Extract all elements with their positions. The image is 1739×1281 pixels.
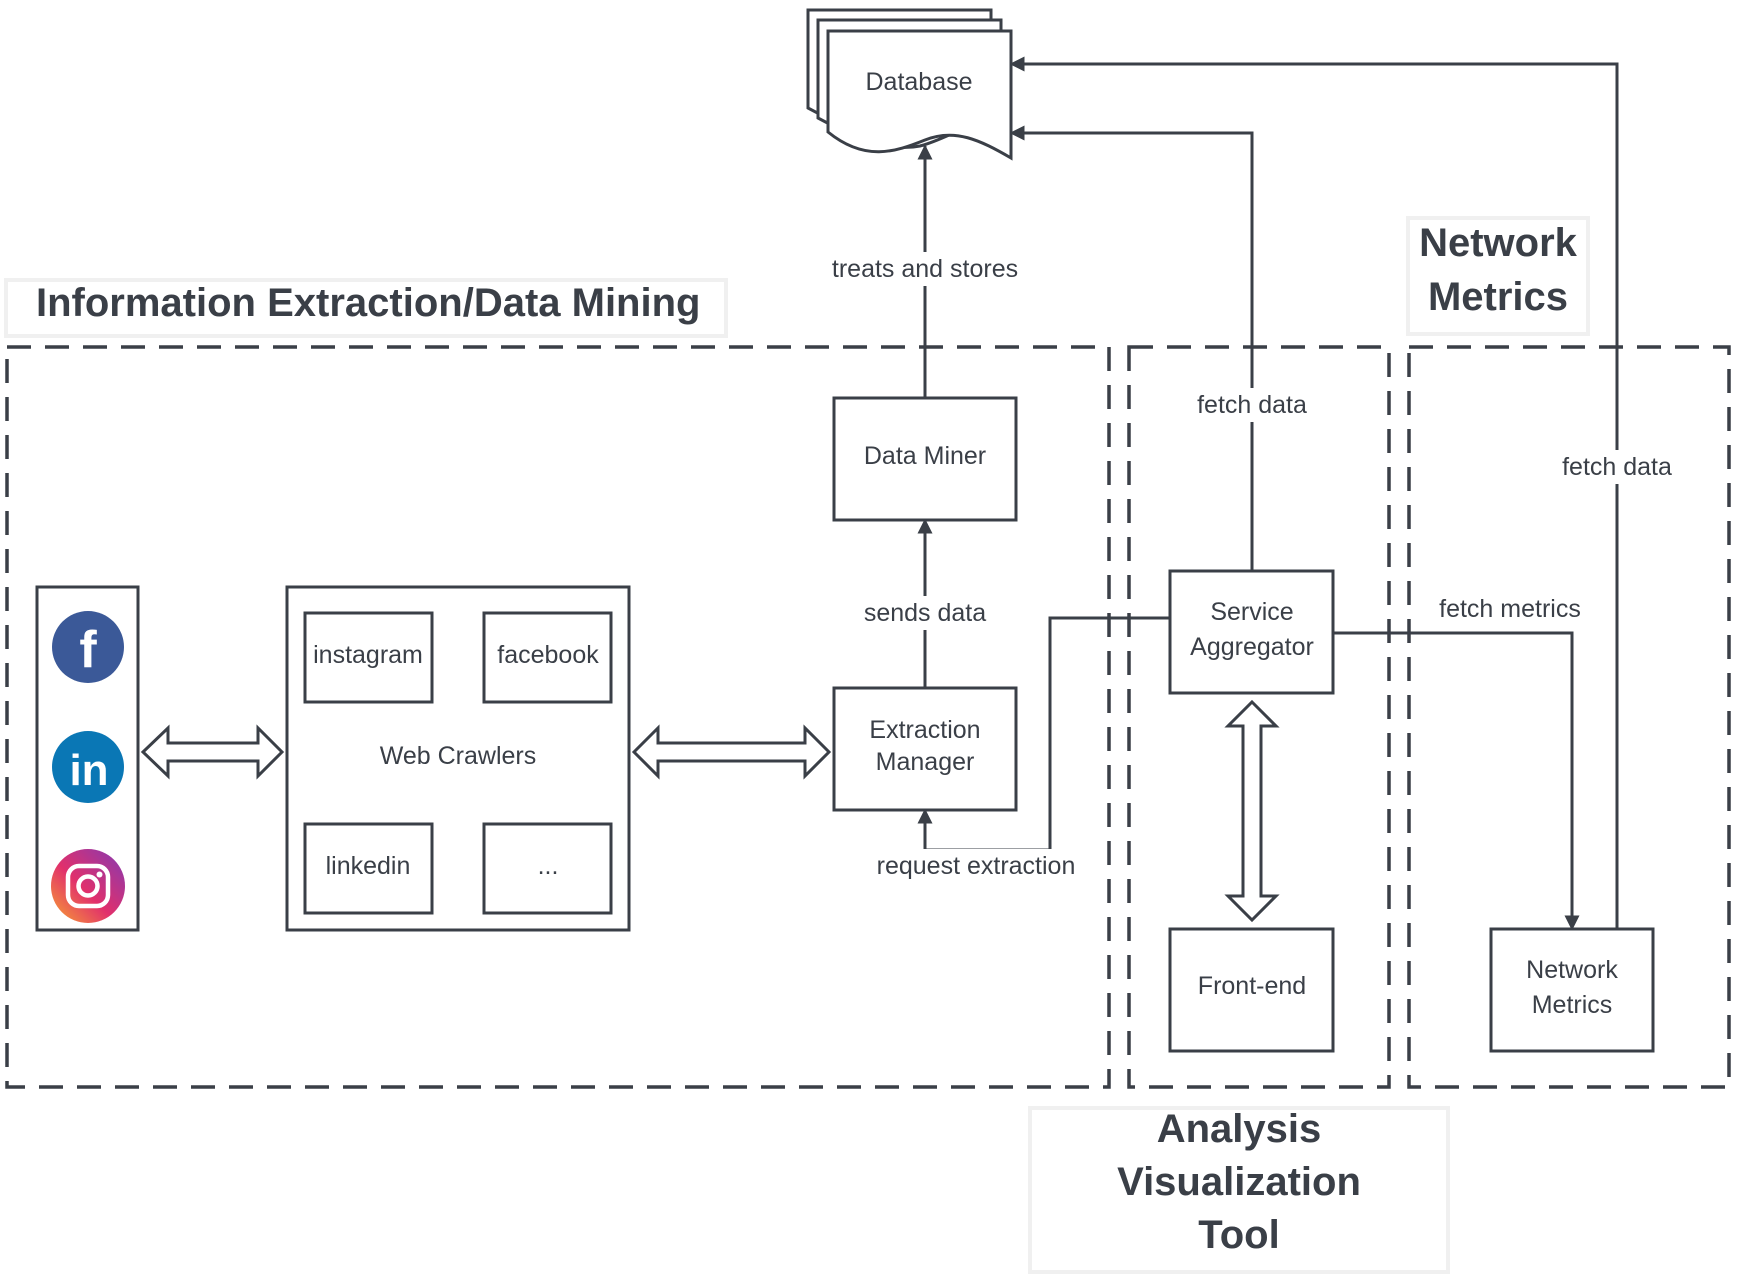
section-metrics-border: [1407, 345, 1731, 1089]
section-title-extraction: Information Extraction/Data Mining: [4, 278, 728, 338]
web-crawlers-node: Web Crawlers instagram facebook linkedin…: [285, 585, 631, 932]
network-metrics-label-line1: Network: [1526, 956, 1618, 984]
database-node: Database: [806, 8, 1013, 161]
data-miner-label: Data Miner: [864, 442, 986, 470]
front-end-label: Front-end: [1198, 972, 1306, 1000]
service-aggregator-label-line2: Aggregator: [1190, 633, 1314, 661]
edge-label-treats-and-stores: treats and stores: [832, 255, 1018, 283]
crawler-facebook-label: facebook: [497, 641, 599, 669]
section-title-analysis-line1: Analysis: [1157, 1107, 1322, 1151]
section-title-metrics-line2: Metrics: [1428, 275, 1568, 319]
linkedin-icon: in: [52, 731, 124, 803]
section-extraction-border: [5, 345, 1111, 1089]
section-title-analysis-line2: Visualization: [1117, 1160, 1361, 1204]
crawler-more: ...: [482, 822, 613, 915]
edge-fetch-data-metrics: [1009, 56, 1619, 931]
section-title-analysis: Analysis Visualization Tool: [1028, 1106, 1450, 1274]
crawler-instagram-label: instagram: [313, 641, 423, 669]
service-aggregator-label-line1: Service: [1210, 598, 1293, 626]
social-icons-panel: f in: [35, 585, 140, 932]
edge-label-fetch-data-metrics: fetch data: [1562, 453, 1672, 481]
crawler-more-label: ...: [538, 852, 559, 880]
extraction-manager-node: Extraction Manager: [832, 686, 1018, 812]
database-label: Database: [865, 68, 972, 96]
crawler-linkedin-label: linkedin: [326, 852, 411, 880]
section-title-extraction-text: Information Extraction/Data Mining: [36, 281, 700, 325]
linkedin-icon-glyph: in: [69, 746, 108, 795]
web-crawlers-label: Web Crawlers: [380, 742, 537, 770]
section-analysis-border: [1127, 345, 1391, 1089]
crawler-linkedin: linkedin: [303, 822, 434, 915]
front-end-node: Front-end: [1168, 927, 1335, 1053]
facebook-icon-glyph: f: [79, 621, 97, 679]
section-title-metrics: Network Metrics: [1406, 216, 1590, 336]
edge-label-request-extraction: request extraction: [877, 852, 1076, 880]
network-metrics-label-line2: Metrics: [1532, 991, 1613, 1019]
edge-label-fetch-metrics: fetch metrics: [1439, 595, 1581, 623]
data-miner-node: Data Miner: [832, 396, 1018, 522]
section-title-analysis-line3: Tool: [1198, 1213, 1279, 1257]
section-title-metrics-line1: Network: [1419, 221, 1578, 265]
extraction-manager-label-line2: Manager: [876, 748, 975, 776]
network-metrics-node: Network Metrics: [1489, 927, 1655, 1053]
crawler-facebook: facebook: [482, 611, 613, 704]
double-arrow-aggregator-frontend: [1224, 699, 1280, 923]
instagram-icon: [51, 849, 125, 923]
edge-label-sends-data: sends data: [864, 599, 986, 627]
edge-fetch-data-aggregator: [1009, 125, 1254, 571]
double-arrow-crawlers-manager: [631, 724, 832, 780]
facebook-icon: f: [52, 611, 124, 683]
double-arrow-icons-crawlers: [140, 724, 285, 780]
crawler-instagram: instagram: [303, 611, 434, 704]
extraction-manager-label-line1: Extraction: [869, 716, 980, 744]
service-aggregator-node: Service Aggregator: [1168, 569, 1335, 695]
edge-fetch-metrics: [1333, 631, 1580, 931]
edge-label-fetch-data-aggregator: fetch data: [1197, 391, 1307, 419]
